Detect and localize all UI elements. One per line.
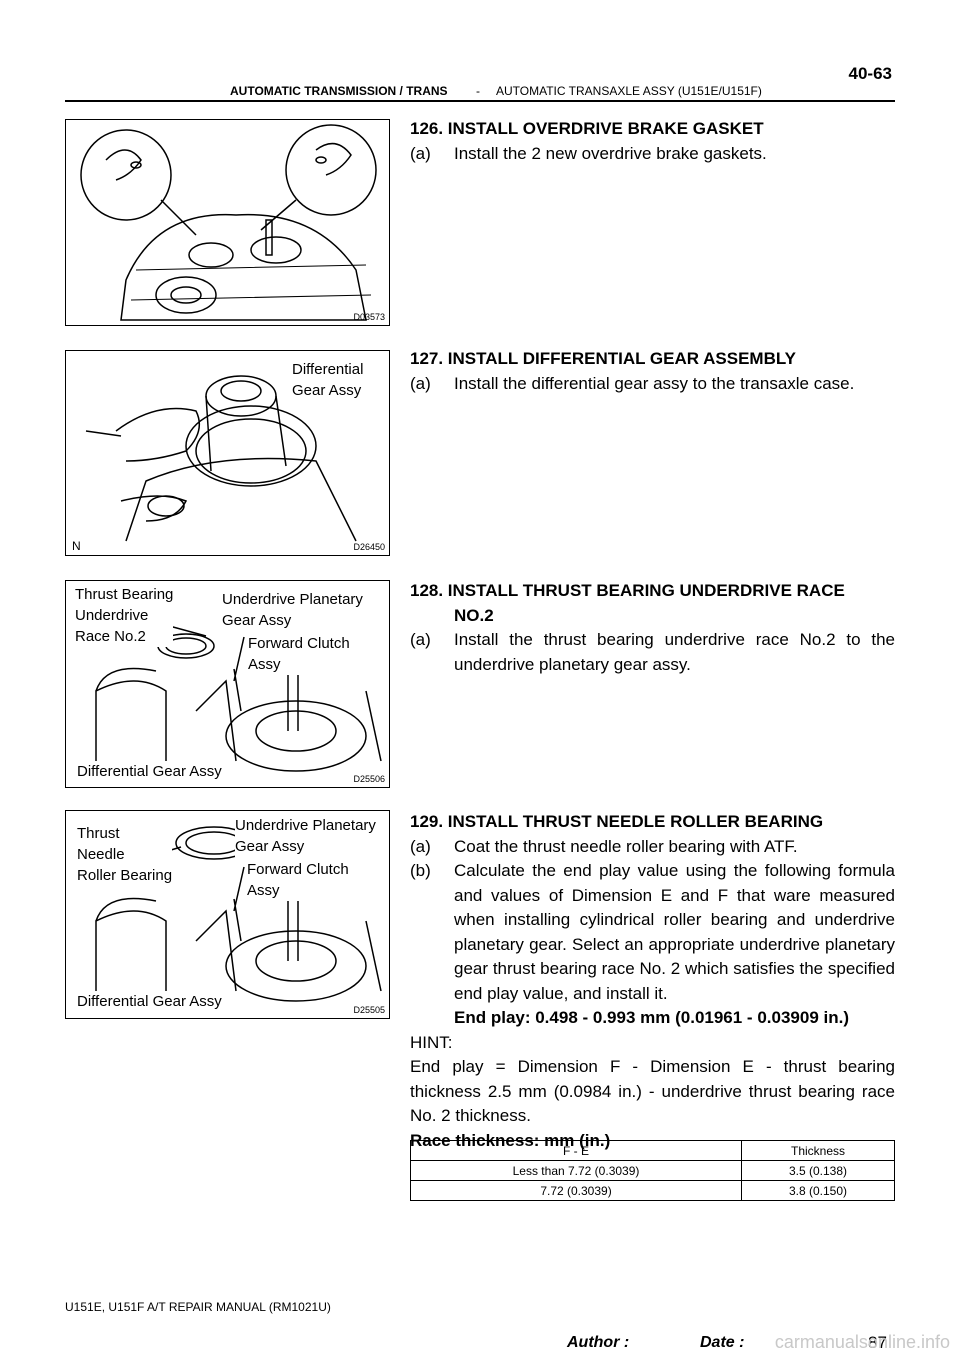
step-129: 129. INSTALL THRUST NEEDLE ROLLER BEARIN… — [410, 810, 895, 1153]
label-differential-gear-assy: Differential Gear Assy — [77, 991, 222, 1012]
manual-footer: U151E, U151F A/T REPAIR MANUAL (RM1021U) — [65, 1300, 331, 1314]
illustration-bearing-install — [95, 826, 382, 1011]
substep-number: (a) — [410, 836, 431, 856]
substep-number: (a) — [410, 630, 431, 649]
label-underdrive-planetary: Underdrive Planetary Gear Assy — [235, 815, 376, 857]
table-cell: 3.5 (0.138) — [741, 1160, 895, 1181]
table-cell: 3.8 (0.150) — [741, 1180, 895, 1201]
label-underdrive-planetary: Underdrive Planetary Gear Assy — [222, 589, 363, 631]
label-thrust-needle-roller-bearing: Thrust Needle Roller Bearing — [77, 823, 173, 886]
substep-number: (b) — [410, 861, 431, 880]
step-title: 129. INSTALL THRUST NEEDLE ROLLER BEARIN… — [410, 812, 824, 831]
table-header-row: F - E Thickness — [409, 1140, 895, 1161]
substep-text: Install the 2 new overdrive brake gasket… — [454, 143, 767, 163]
footer-page-number: 87 — [868, 1333, 887, 1352]
author-label: Author : — [567, 1334, 630, 1351]
page-number: 40-63 — [848, 64, 892, 83]
figure-thrust-bearing-race: Thrust Bearing Underdrive Race No.2 Unde… — [65, 580, 390, 788]
table-cell: Less than 7.72 (0.3039) — [409, 1160, 743, 1181]
header-section: AUTOMATIC TRANSMISSION / TRANS — [230, 84, 448, 98]
step-126: 126. INSTALL OVERDRIVE BRAKE GASKET (a) I… — [410, 117, 895, 166]
substep-text: Coat the thrust needle roller bearing wi… — [454, 836, 798, 856]
table-header-cell: F - E — [409, 1140, 743, 1161]
watermark: carmanualsonline.info — [774, 1332, 950, 1352]
date-label: Date : — [700, 1334, 745, 1351]
substep-text: Calculate the end play value using the f… — [454, 861, 895, 1003]
race-thickness-table-container: F - E Thickness Less than 7.72 (0.3039) … — [409, 1140, 895, 1201]
figure-code: D25505 — [353, 1005, 385, 1015]
figure-needle-roller-bearing: Thrust Needle Roller Bearing Underdrive … — [65, 810, 390, 1019]
step-title: 128. INSTALL THRUST BEARING UNDERDRIVE R… — [410, 581, 845, 600]
figure-code: D03573 — [353, 312, 385, 322]
label-forward-clutch: Forward Clutch Assy — [247, 859, 349, 901]
table-row: Less than 7.72 (0.3039) 3.5 (0.138) — [409, 1160, 895, 1181]
figure-corner-mark: N — [72, 539, 81, 553]
step-127: 127. INSTALL DIFFERENTIAL GEAR ASSEMBLY … — [410, 347, 895, 396]
illustration-gasket-install — [80, 124, 377, 321]
table-row: 7.72 (0.3039) 3.8 (0.150) — [409, 1180, 895, 1201]
step-title-continued: NO.2 — [454, 605, 494, 625]
figure-differential-gear: Differential Gear Assy N D26450 — [65, 350, 390, 556]
label-thrust-bearing-race: Thrust Bearing Underdrive Race No.2 — [75, 584, 174, 647]
figure-overdrive-brake-gasket: D03573 — [65, 119, 390, 326]
header-rule — [65, 100, 895, 102]
race-thickness-table: F - E Thickness Less than 7.72 (0.3039) … — [409, 1140, 895, 1201]
illustration-differential-install — [85, 375, 357, 542]
substep-number: (a) — [410, 143, 431, 163]
step-title: 127. INSTALL DIFFERENTIAL GEAR ASSEMBLY — [410, 349, 797, 368]
figure-code: D25506 — [353, 774, 385, 784]
table-cell: 7.72 (0.3039) — [409, 1180, 743, 1201]
substep-text: Install the thrust bearing underdrive ra… — [454, 630, 895, 674]
figure-code: D26450 — [353, 542, 385, 552]
step-128: 128. INSTALL THRUST BEARING UNDERDRIVE R… — [410, 579, 895, 677]
header-dash: - — [476, 84, 480, 98]
label-differential-gear-assy: Differential Gear Assy — [77, 761, 222, 782]
substep-number: (a) — [410, 373, 431, 393]
substep-text: Install the differential gear assy to th… — [454, 373, 855, 393]
hint-text: End play = Dimension F - Dimension E - t… — [410, 1057, 895, 1125]
step-title: 126. INSTALL OVERDRIVE BRAKE GASKET — [410, 119, 764, 138]
hint-label: HINT: — [410, 1032, 453, 1052]
table-header-cell: Thickness — [741, 1140, 895, 1161]
label-forward-clutch: Forward Clutch Assy — [248, 633, 350, 675]
label-differential-gear-assy: Differential Gear Assy — [292, 359, 364, 401]
header-subsection: AUTOMATIC TRANSAXLE ASSY (U151E/U151F) — [496, 84, 762, 98]
end-play-spec: End play: 0.498 - 0.993 mm (0.01961 - 0.… — [454, 1008, 849, 1027]
